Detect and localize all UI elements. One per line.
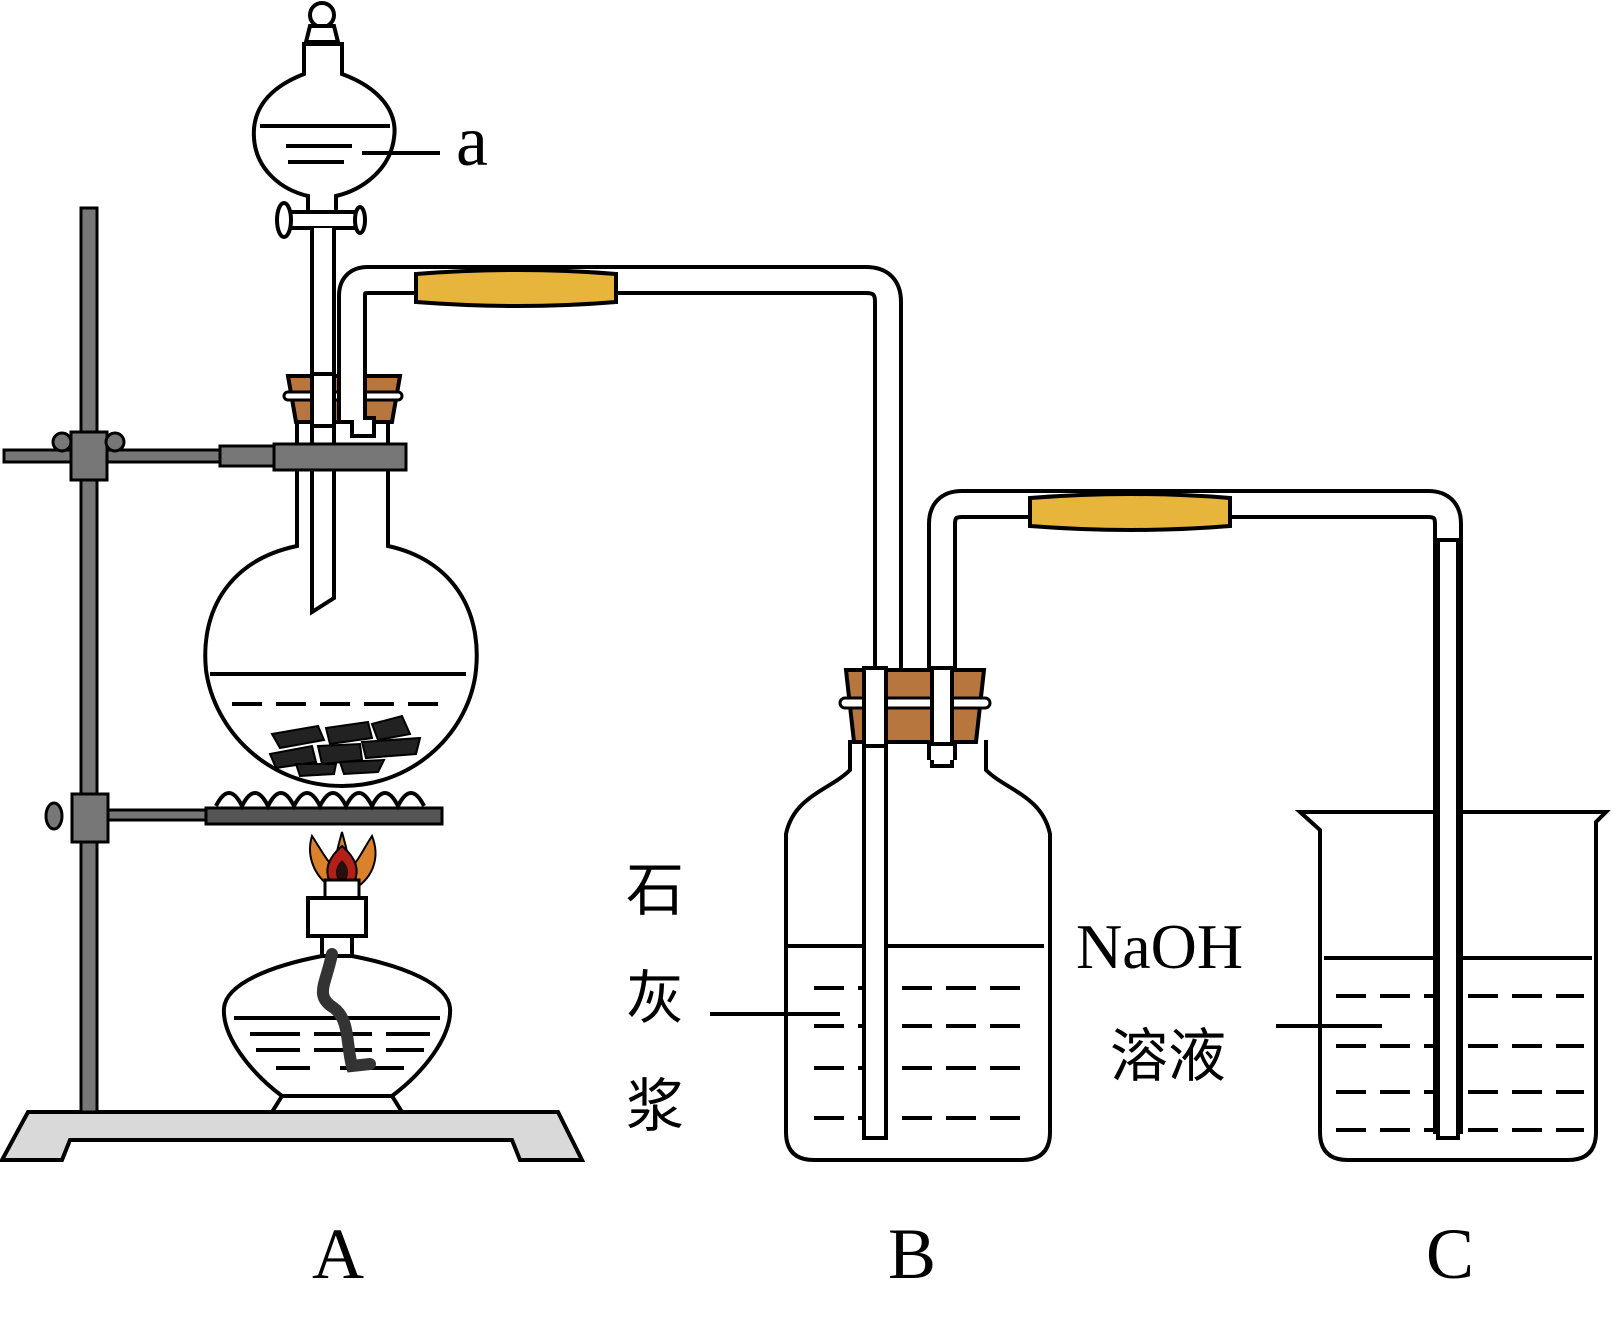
beaker-c <box>1294 538 1611 1162</box>
stand-rod <box>79 206 99 1114</box>
bottle-b-outlet-through-stopper <box>930 666 954 746</box>
bottle-b-stopper-group <box>838 666 992 748</box>
naoh-solution-label: NaOH 溶液 <box>1076 911 1382 1090</box>
funnel-stopcock <box>288 210 360 230</box>
solid-reactant <box>268 714 422 778</box>
rubber-tube-bc <box>1028 492 1232 532</box>
lamp-flame-core <box>335 860 349 880</box>
funnel-liquid-dashes <box>286 144 352 164</box>
upper-bosshead-screw <box>51 431 73 453</box>
lamp-body <box>221 954 453 1098</box>
ring-bosshead <box>70 792 110 844</box>
naoh-label-line2: 溶液 <box>1110 1022 1226 1090</box>
delivery-tube-ab <box>337 265 903 1140</box>
beaker-c-body <box>1294 810 1611 1162</box>
bottle-b-liquid-dashes <box>814 986 1026 1120</box>
alcohol-lamp <box>221 831 453 1114</box>
funnel-knob <box>308 1 336 29</box>
flask-body <box>203 410 479 789</box>
funnel-bulb <box>251 42 397 220</box>
delivery-tube-bc <box>927 489 1463 1134</box>
label-apparatus-a: A <box>312 1214 364 1294</box>
bottle-b-tube-through-stopper <box>862 666 888 748</box>
delivery-tube-stub <box>350 416 376 438</box>
lamp-foot <box>268 1094 406 1114</box>
ring-arm <box>106 808 210 822</box>
lime-slurry-char-2: 灰 <box>626 964 684 1032</box>
bottle-b-inlet-tube <box>862 728 888 1140</box>
ring-screw <box>44 801 64 831</box>
lamp-cap <box>306 896 368 938</box>
funnel-stem-in-stopper <box>310 372 336 428</box>
lime-slurry-char-1: 石 <box>626 856 684 924</box>
wire-gauze <box>214 791 426 811</box>
wire-gauze-ring <box>204 806 444 826</box>
lime-slurry-char-3: 浆 <box>626 1072 684 1140</box>
rubber-tube-ab <box>414 268 618 308</box>
bottle-b-body <box>784 740 1052 1162</box>
lime-slurry-label: 石 灰 浆 <box>626 856 840 1140</box>
stopcock-handle-right <box>353 205 367 235</box>
wash-bottle-b <box>784 728 1052 1162</box>
upper-clamp-holder <box>218 444 278 468</box>
naoh-label-line1: NaOH <box>1076 911 1243 982</box>
stand-base <box>0 1110 586 1162</box>
label-a: a <box>456 101 488 181</box>
upper-bosshead <box>69 430 109 482</box>
label-apparatus-c: C <box>1426 1214 1474 1294</box>
stopcock-handle-left <box>275 201 293 239</box>
funnel-stopper <box>303 24 341 44</box>
beaker-c-tube-end <box>1436 538 1460 1140</box>
round-bottom-flask <box>203 372 479 789</box>
label-apparatus-b: B <box>888 1214 936 1294</box>
upper-bosshead-screw2 <box>104 431 126 453</box>
flask-clamp-front <box>272 442 408 472</box>
lamp-wick-strand <box>316 948 376 1073</box>
flask-stem-refill <box>310 410 336 616</box>
